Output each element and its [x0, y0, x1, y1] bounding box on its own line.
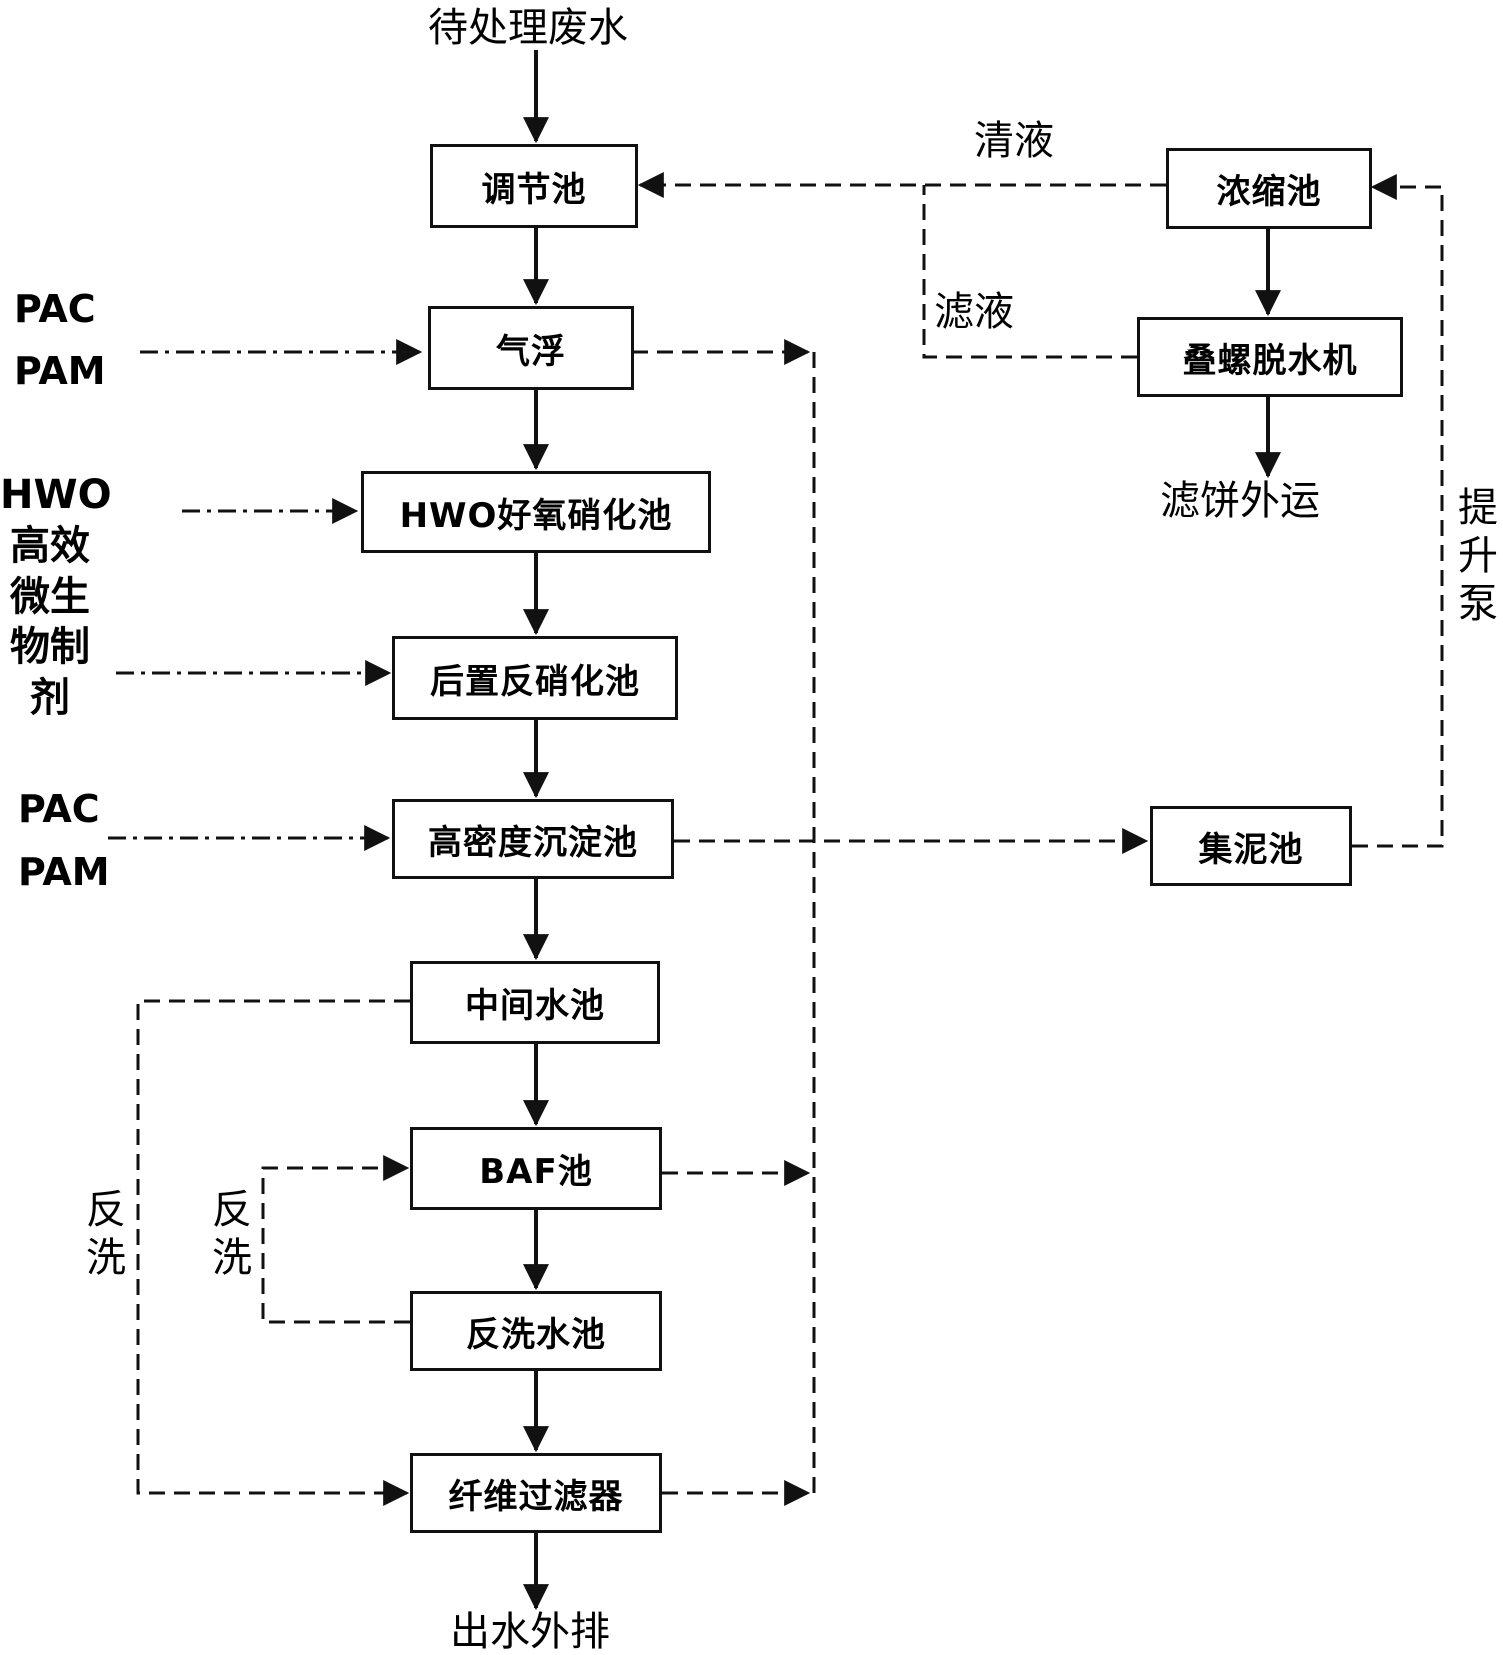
air-flotation: 气浮 — [428, 306, 634, 390]
baf-tank: BAF池 — [410, 1127, 662, 1210]
hwo-nitrification-tank: HWO好氧硝化池 — [361, 471, 711, 553]
filtrate-return-line — [922, 185, 1137, 359]
backwash-inner-label: 反洗 — [212, 1187, 252, 1281]
input-label: 待处理废水 — [428, 5, 628, 51]
high-density-sedimentation-tank: 高密度沉淀池 — [392, 799, 674, 879]
hwo-agent-label: HWO 高效微生物制剂 — [0, 472, 112, 722]
backwash-tank: 反洗水池 — [410, 1291, 662, 1371]
backwash-inner-line — [261, 1155, 410, 1324]
supernatant-label: 清液 — [974, 118, 1054, 164]
output-label: 出水外排 — [450, 1609, 610, 1655]
cake-disposal-label: 滤饼外运 — [1160, 478, 1320, 524]
intermediate-tank: 中间水池 — [410, 961, 660, 1044]
backwash-outer-label: 反洗 — [86, 1187, 126, 1281]
filtrate-label: 滤液 — [934, 289, 1014, 335]
screw-dewatering-machine: 叠螺脱水机 — [1137, 317, 1403, 397]
pam-label-2: PAM — [18, 850, 110, 894]
lift-pump-line — [1352, 174, 1444, 848]
fiber-filter: 纤维过滤器 — [410, 1453, 662, 1533]
thickening-tank: 浓缩池 — [1166, 148, 1372, 229]
pac-label-2: PAC — [18, 787, 100, 831]
regulating-tank: 调节池 — [430, 144, 638, 228]
sludge-collection-tank: 集泥池 — [1150, 806, 1352, 886]
pac-label-1: PAC — [14, 287, 96, 331]
backwash-outer-line — [136, 999, 410, 1506]
lift-pump-label: 提升泵 — [1458, 485, 1498, 627]
post-denitrification-tank: 后置反硝化池 — [392, 636, 678, 720]
pam-label-1: PAM — [14, 349, 106, 393]
